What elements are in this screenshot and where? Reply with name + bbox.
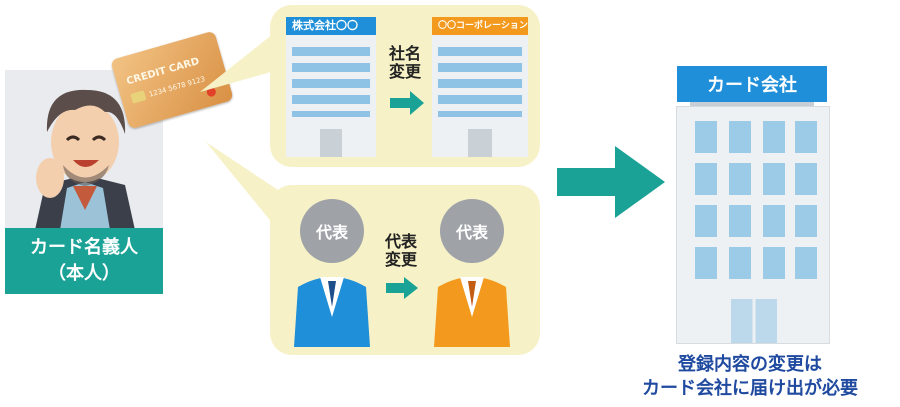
card-company-roofline [690,102,814,106]
rep-change-line2: 変更 [384,250,417,269]
company-change-line2: 変更 [388,62,421,81]
company-name-change-bubble: 株式会社〇〇 社名 変更 〇〇コーポレーション [270,5,540,167]
building-after-door [468,129,492,157]
caption-line1: 登録内容の変更は [678,354,822,375]
representative-before-figure [294,199,370,347]
representative-before: 代表 [292,197,372,347]
caption-line2: カード会社に届け出が必要 [642,378,858,399]
rep-change-label: 代表 変更 [384,233,418,269]
card-chip [130,90,147,104]
building-before-windows [292,47,370,117]
rep-change-arrow-icon [386,277,418,299]
building-before-door [320,129,342,157]
representative-before-label: 代表 [315,223,348,242]
card-holder-label: カード名義人 （本人） [5,228,163,294]
card-holder-line1: カード名義人 [30,237,138,258]
card-company-header: カード会社 [677,66,827,102]
building-after-windows [438,47,522,117]
representative-after-figure [434,199,510,347]
card-company-windows [695,121,817,343]
company-change-label: 社名 変更 [388,45,422,81]
rep-change-line1: 代表 [384,232,417,251]
building-after: 〇〇コーポレーション [432,17,528,157]
caption: 登録内容の変更は カード会社に届け出が必要 [600,353,900,401]
card-company-name: カード会社 [707,75,797,96]
company-change-line1: 社名 [388,44,421,63]
card-holder-line2: （本人） [48,263,120,284]
big-arrow-icon [557,146,665,218]
building-before: 株式会社〇〇 [286,17,376,157]
company-change-arrow-icon [390,91,424,115]
representative-after: 代表 [432,197,512,347]
representative-after-label: 代表 [455,223,488,242]
building-before-name: 株式会社〇〇 [286,17,376,35]
building-after-name: 〇〇コーポレーション [432,17,528,35]
representative-change-bubble: 代表 代表 変更 代表 [270,185,540,355]
bubble-pointers [200,30,278,230]
card-company-building [676,106,830,344]
